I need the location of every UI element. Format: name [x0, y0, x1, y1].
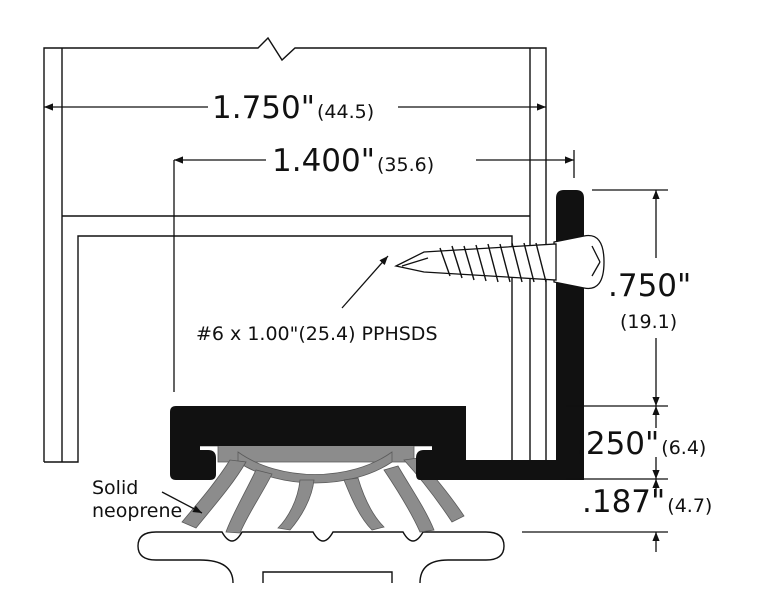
dimension-height-flange-metric: (19.1)	[620, 311, 677, 333]
seal-fin-5	[383, 465, 435, 533]
dimension-width-flange: 1.400"(35.6)	[173, 143, 575, 392]
screw-shank	[394, 243, 557, 281]
dimension-width-flange-label: 1.400"(35.6)	[272, 143, 434, 179]
seal-leader-line	[161, 491, 203, 514]
screw-callout-label: #6 x 1.00"(25.4) PPHSDS	[196, 323, 438, 345]
dimension-height-seal-label: .187"(4.7)	[582, 484, 712, 520]
screw	[394, 234, 605, 290]
screw-callout: #6 x 1.00"(25.4) PPHSDS	[196, 255, 438, 345]
dimension-width-overall: 1.750"(44.5)	[44, 90, 546, 126]
sweep-extrusion	[170, 190, 584, 480]
dimension-width-overall-label: 1.750"(44.5)	[212, 90, 374, 126]
seal-callout: Solid neoprene	[92, 477, 203, 522]
screw-slot-top	[591, 245, 601, 263]
threshold-profile	[137, 531, 505, 584]
extrusion-body	[170, 190, 584, 480]
seal-bulb	[237, 451, 393, 484]
seal-fin-2	[225, 469, 273, 534]
dimension-height-base-label: .250"(6.4)	[576, 426, 706, 462]
screw-threads	[439, 242, 547, 283]
dimension-height-flange-label: .750"	[608, 268, 691, 304]
screw-leader-line	[341, 255, 389, 309]
seal-callout-line2: neoprene	[92, 500, 182, 522]
screw-slot-bottom	[591, 261, 601, 277]
threshold-groove	[262, 571, 393, 583]
seal-fin-3	[277, 479, 315, 531]
threshold	[137, 531, 505, 584]
screw-head	[553, 234, 605, 290]
dimension-heights: .750" (19.1) .250"(6.4) .187"(4.7)	[522, 189, 712, 552]
door-panel-inner	[62, 235, 513, 463]
screw-tip-edge	[401, 257, 429, 267]
door-frame-outer	[43, 36, 547, 462]
seal-callout-line1: Solid	[92, 477, 138, 499]
seal-fin-4	[343, 477, 385, 531]
